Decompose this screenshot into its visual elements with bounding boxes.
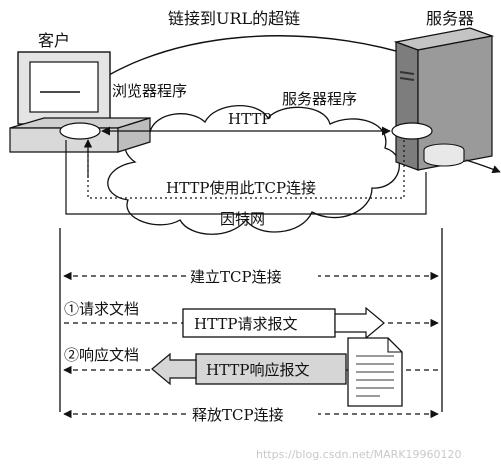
response-doc-label: ②响应文档 [64,346,139,364]
internet-label: 因特网 [220,210,265,228]
server-computer [391,27,501,174]
http-uses-tcp-label: HTTP使用此TCP连接 [166,179,316,197]
http-response-box [151,352,347,386]
client-label: 客户 [38,31,70,50]
http-request-label: HTTP请求报文 [194,315,297,333]
server-label: 服务器 [426,9,474,28]
http-response-label: HTTP响应报文 [206,361,309,379]
server-process-ellipse [391,122,433,140]
request-doc-label: ①请求文档 [64,300,139,318]
internet-cloud [107,105,400,235]
server-program-label: 服务器程序 [282,90,357,108]
watermark: https://blog.csdn.net/MARK19960120 [256,448,462,461]
browser-program-label: 浏览器程序 [112,82,187,100]
hyperlink-arc [59,35,441,113]
browser-process-ellipse [59,122,101,140]
tcp-connection-line [87,140,405,199]
http-request-box [182,306,385,340]
release-tcp-label: 释放TCP连接 [192,406,284,424]
client-computer [9,51,151,153]
establish-tcp-label: 建立TCP连接 [190,268,282,286]
http-label: HTTP [228,110,271,128]
document-icon [347,337,403,407]
top-link-label: 链接到URL的超链 [168,9,300,28]
